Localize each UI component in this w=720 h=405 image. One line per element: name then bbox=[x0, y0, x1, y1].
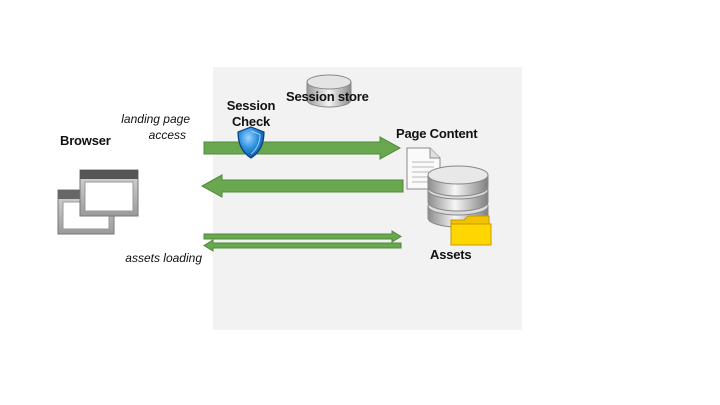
request-arrow bbox=[203, 136, 402, 160]
landing-note-line1: landing page bbox=[121, 112, 190, 126]
browser-windows-icon bbox=[57, 169, 139, 235]
database-icon bbox=[306, 74, 352, 108]
assets-request-arrow bbox=[203, 230, 402, 243]
landing-page-access-note: landing page access bbox=[110, 111, 190, 143]
session-store-label: Session store bbox=[286, 89, 369, 104]
assets-loading-note: assets loading bbox=[125, 251, 202, 265]
session-check-label: Session Check bbox=[225, 98, 277, 130]
assets-response-arrow bbox=[203, 239, 402, 252]
page-content-label: Page Content bbox=[396, 126, 478, 141]
browser-label: Browser bbox=[60, 133, 111, 148]
session-check-line1: Session bbox=[226, 98, 276, 113]
response-arrow bbox=[200, 174, 404, 198]
landing-note-line2: access bbox=[148, 128, 186, 142]
session-check-line2: Check bbox=[231, 114, 271, 129]
assets-label: Assets bbox=[430, 247, 472, 262]
shield-icon bbox=[237, 126, 265, 159]
folder-icon bbox=[450, 215, 492, 246]
